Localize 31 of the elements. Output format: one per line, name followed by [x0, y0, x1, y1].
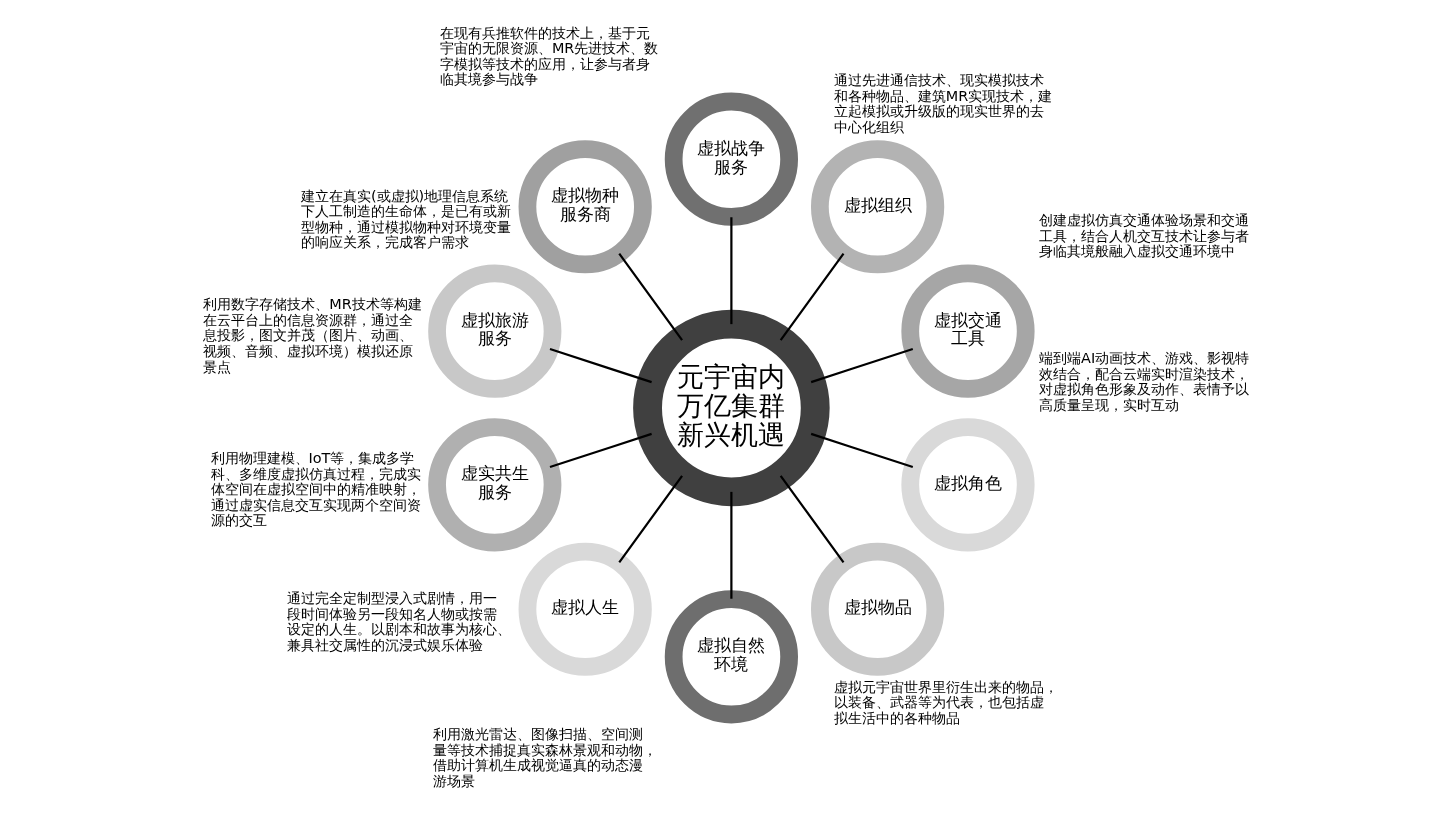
node-label: 在现有兵推软件的技术上，基于元宇宙的无限资源、MR先进技术、数字模拟等技术的应用，让参与者身临其境参与战争 [439, 24, 658, 88]
connector [549, 432, 652, 468]
node-circle: 虚拟战争服务 [664, 92, 798, 226]
connector [617, 253, 683, 341]
node-circle: 虚拟组织 [810, 140, 944, 274]
node-circle: 虚拟交通工具 [900, 264, 1035, 398]
node-circle: 元宇宙内万亿集群新兴机遇 [632, 309, 830, 507]
node-label: 端到端AI动画技术、游戏、影视特效结合，配合云端实时渲染技术，对虚拟角色形象及动作、表情予以高质量呈现，实时互动 [1038, 350, 1249, 413]
node-circle: 虚拟角色 [900, 418, 1035, 552]
node-circle: 虚拟人生 [518, 542, 652, 676]
node-label: 虚拟元宇宙世界里衍生出来的物品，以装备、武器等为代表，也包括虚拟生活中的各种物品 [833, 678, 1058, 726]
node-circle: 虚拟旅游服务 [427, 264, 561, 398]
node-label: 通过完全定制型浸入式剧情，用一段时间体验另一段知名人物或按需设定的人生。以剧本和故事为核心、兼具社交属性的沉浸式娱乐体验 [286, 590, 511, 653]
node-circle: 虚拟自然环境 [664, 590, 798, 724]
connector [779, 475, 844, 563]
connector [810, 432, 913, 468]
node-label: 利用物理建模、IoT等，集成多学科、多维度虚拟仿真过程，完成实体空间在虚拟空间中的精准映射，通过虚实信息交互实现两个空间资源的交互 [210, 450, 421, 529]
node-label: 创建虚拟仿真交通体验场景和交通工具，结合人机交互技术让参与者身临其境般融入虚拟交通环境中 [1038, 211, 1249, 260]
node-circle: 虚拟物品 [810, 542, 944, 676]
node-circle: 虚拟物种服务商 [518, 140, 652, 274]
connector [729, 491, 732, 599]
connector [810, 348, 913, 384]
node-label: 通过先进通信技术、现实模拟技术和各种物品、建筑MR实现技术，建立起模拟或升级版的现实世界的去中心化组织 [833, 72, 1052, 135]
node-label: 建立在真实(或虚拟)地理信息系统下人工制造的生命体，是已有或新型物种，通过模拟物种对环境变量的响应关系，完成客户需求 [300, 187, 511, 251]
connector [779, 253, 844, 341]
node-label: 利用激光雷达、图像扫描、空间测量等技术捕捉真实森林景观和动物，借助计算机生成视觉逼真的动态漫游场景 [432, 726, 657, 789]
connector [729, 217, 732, 325]
connector [617, 475, 683, 563]
connector [549, 348, 652, 384]
node-circle: 虚实共生服务 [427, 418, 561, 552]
node-label: 利用数字存储技术、MR技术等构建在云平台上的信息资源群，通过全息投影，图文并茂（图片、动画、视频、音频、虚拟环境）模拟还原景点 [202, 296, 422, 375]
